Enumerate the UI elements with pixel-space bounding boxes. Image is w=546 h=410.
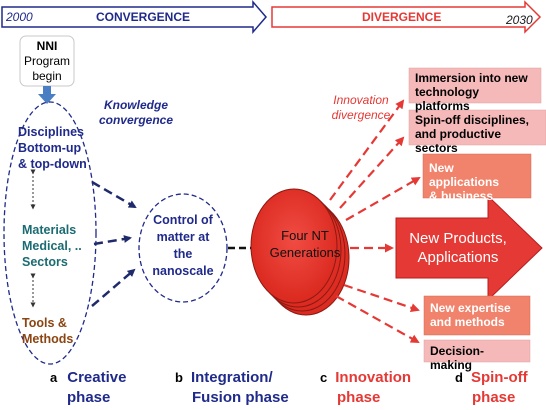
spinoff-label: Spin-off disciplines, and productive sec… <box>415 113 530 155</box>
spinoff-box <box>408 109 546 146</box>
decision-label: Decision-making <box>430 344 485 372</box>
year-end-label: 2030 <box>506 13 533 27</box>
new-products-label: New Products, Applications <box>409 230 507 266</box>
materials-label: Materials Medical, .. Sectors <box>22 223 82 269</box>
divergence-arrow <box>271 0 542 34</box>
arrow-tools-to-control <box>91 268 136 307</box>
control-ellipse <box>138 193 228 303</box>
tools-label: Tools & Methods <box>22 316 74 346</box>
arrow-disciplines-to-control <box>91 180 137 209</box>
new-products-block-arrow <box>395 194 543 302</box>
arrow-to-immersion <box>329 99 405 201</box>
nni-label: NNI Program begin <box>23 39 70 83</box>
generation-disc-1 <box>250 188 338 304</box>
knowledge-convergence-label: Knowledge convergence <box>98 98 174 127</box>
new-apps-box <box>422 153 532 199</box>
new-expertise-label: New expertise and methods <box>430 301 511 329</box>
convergence-label: CONVERGENCE <box>96 10 191 24</box>
divergence-label: DIVERGENCE <box>362 10 442 24</box>
year-start-label: 2000 <box>6 10 33 24</box>
innovation-divergence-label: Innovation divergence <box>331 93 391 122</box>
left-ellipse <box>3 101 97 365</box>
new-apps-label: New applications & business <box>429 161 500 203</box>
four-nt-label: Four NT Generations <box>269 228 341 260</box>
control-label: Control of matter at the nanoscale <box>152 213 214 278</box>
arrow-to-new-apps <box>345 177 421 221</box>
immersion-label: Immersion into new technology platforms <box>415 71 528 113</box>
disciplines-label: Disciplines Bottom-up & top-down <box>18 125 87 171</box>
convergence-arrow <box>1 0 267 35</box>
new-expertise-box <box>423 295 531 336</box>
arrow-materials-to-control <box>93 235 132 246</box>
nni-down-arrow <box>38 86 56 104</box>
arrow-to-spinoff <box>339 136 405 209</box>
arrow-to-decision <box>335 295 420 343</box>
immersion-box <box>408 67 542 104</box>
decision-box <box>423 339 531 363</box>
